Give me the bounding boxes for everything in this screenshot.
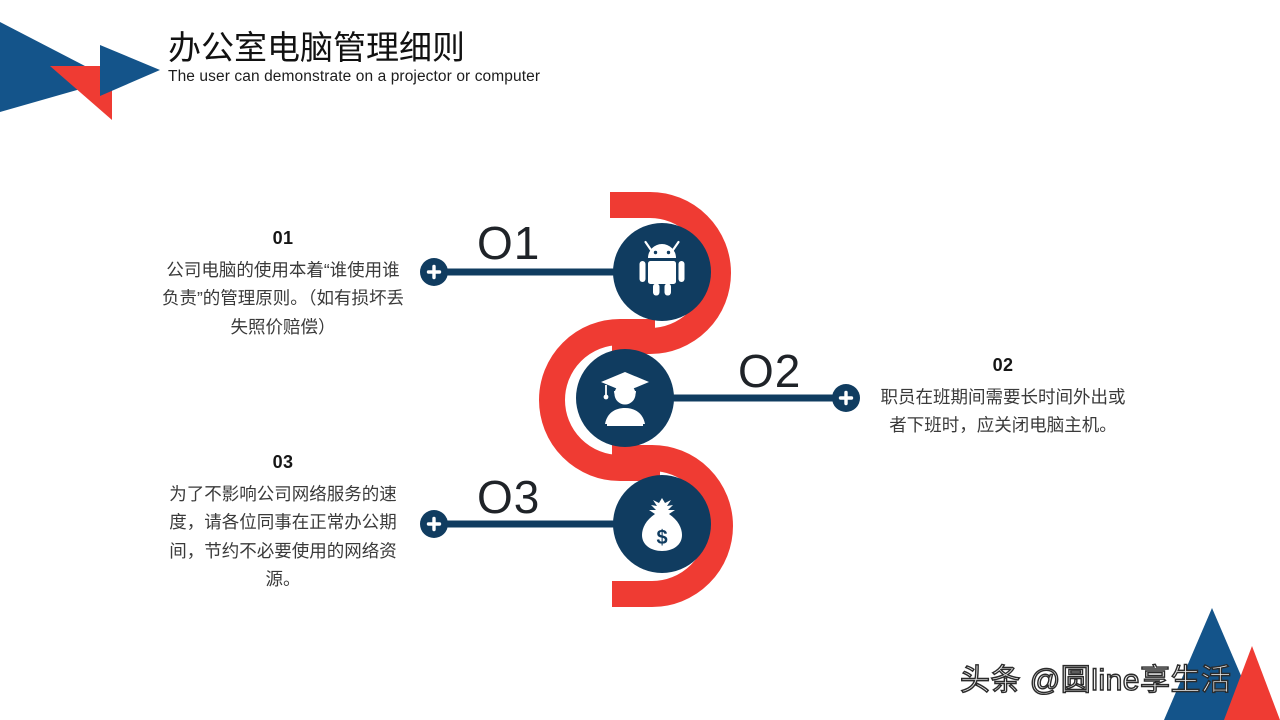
big-number-01: O1 [477, 217, 541, 269]
android-robot-icon [639, 240, 685, 296]
money-bag-icon: $ [642, 498, 682, 551]
diagram-node-03[interactable]: $ [613, 475, 711, 573]
big-number-02: O2 [738, 345, 802, 397]
info-body-03: 为了不影响公司网络服务的速度，请各位同事在正常办公期间，节约不必要使用的网络资源… [169, 484, 397, 590]
header-blue-small-triangle [100, 45, 160, 96]
info-index-02: 02 [992, 355, 1014, 375]
plus-marker-03[interactable] [420, 510, 448, 538]
info-block-01: 01 公司电脑的使用本着“谁使用谁负责”的管理原则。（如有损坏丢失照价赔偿） [158, 228, 408, 341]
corner-red-triangle [1224, 646, 1280, 720]
page-title: 办公室电脑管理细则 [168, 29, 465, 66]
header-red-triangle [50, 66, 112, 120]
diagram-node-01[interactable] [613, 223, 711, 321]
diagram-node-02[interactable] [576, 349, 674, 447]
header-arrow-banner [0, 22, 160, 120]
info-block-03: 03 为了不影响公司网络服务的速度，请各位同事在正常办公期间，节约不必要使用的网… [158, 452, 408, 593]
graduate-person-icon [601, 372, 649, 426]
info-block-02: 02 职员在班期间需要长时间外出或者下班时，应关闭电脑主机。 [878, 355, 1128, 440]
info-index-01: 01 [272, 228, 294, 248]
info-body-02: 职员在班期间需要长时间外出或者下班时，应关闭电脑主机。 [880, 387, 1126, 436]
watermark-text: 头条 @圆line享生活 [959, 663, 1232, 697]
header-text-group: 办公室电脑管理细则 The user can demonstrate on a … [168, 29, 728, 86]
plus-marker-02[interactable] [832, 384, 860, 412]
big-number-03: O3 [477, 471, 541, 523]
page-subtitle: The user can demonstrate on a projector … [168, 67, 541, 85]
plus-marker-01[interactable] [420, 258, 448, 286]
info-index-03: 03 [272, 452, 294, 472]
corner-triangles-graphic [1164, 608, 1280, 720]
svg-text:$: $ [656, 527, 667, 549]
info-body-01: 公司电脑的使用本着“谁使用谁负责”的管理原则。（如有损坏丢失照价赔偿） [161, 260, 405, 337]
